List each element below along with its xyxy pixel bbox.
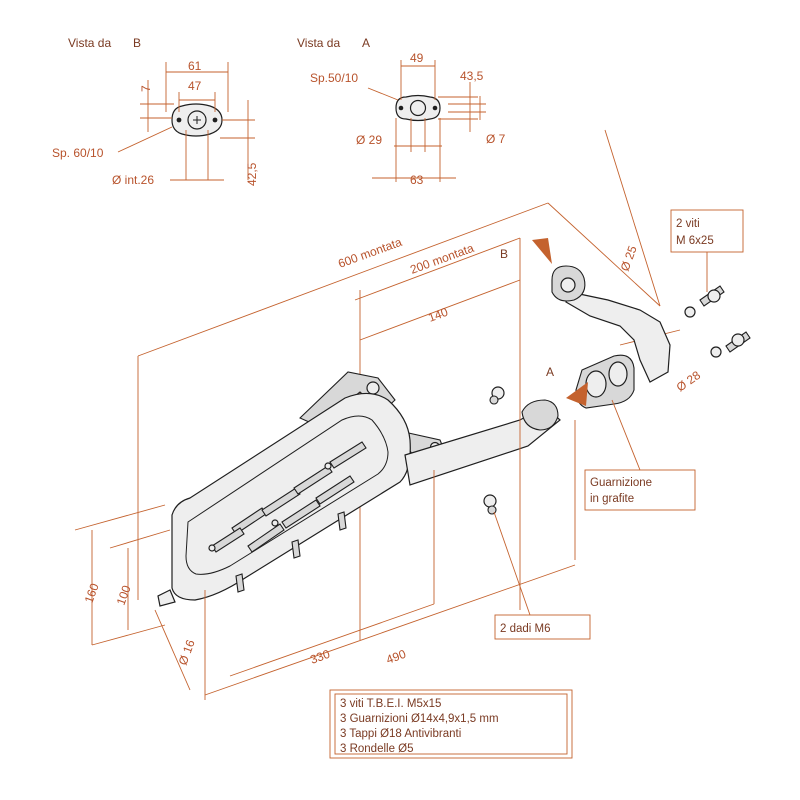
callout-gasket-line2: in grafite	[590, 493, 634, 505]
view-b-dim-47: 47	[188, 79, 202, 93]
dim-diameter-28: Ø 28	[674, 368, 704, 395]
dim-100: 100	[114, 583, 134, 607]
view-b-thickness: Sp. 60/10	[52, 146, 104, 160]
view-b-detail: Vista da B 61 47 7 Sp. 60/10 Ø int.26 42…	[52, 36, 259, 187]
dim-line-600	[137, 202, 549, 357]
view-a-dim-43-5: 43,5	[460, 69, 484, 83]
callout-kit: 3 viti T.B.E.I. M5x15 3 Guarnizioni Ø14x…	[329, 689, 573, 759]
mounting-screws	[684, 285, 751, 358]
view-a-arrow	[566, 382, 588, 406]
view-b-dim-7: 7	[139, 85, 153, 92]
dim-line-200	[354, 237, 521, 301]
view-a-title: Vista da	[297, 36, 340, 50]
callout-gasket-line1: Guarnizione	[590, 477, 652, 489]
view-a-bore	[409, 99, 427, 117]
exhaust-assembly: 600 montata 200 montata 140 B A Ø 25 Ø 2…	[74, 129, 751, 700]
callout-nuts-text: 2 dadi M6	[500, 623, 551, 635]
view-a-dim-29: Ø 29	[356, 133, 382, 147]
callout-kit-line1: 3 viti T.B.E.I. M5x15	[340, 698, 441, 710]
callout-gasket: Guarnizione in grafite	[584, 399, 696, 511]
dim-diameter-16: Ø 16	[176, 637, 198, 667]
callout-screws-line2: M 6x25	[676, 235, 714, 247]
view-a-dim-7: Ø 7	[486, 132, 506, 146]
dim-140: 140	[426, 305, 450, 325]
view-a-letter: A	[362, 36, 370, 50]
heat-shield-slots	[208, 441, 367, 553]
view-a-dim-63: 63	[410, 173, 424, 187]
view-b-inner-diameter: Ø int.26	[112, 173, 154, 187]
tailpipe	[157, 589, 176, 607]
view-a-hole-left	[398, 105, 404, 111]
callout-kit-line3: 3 Tappi Ø18 Antivibranti	[340, 728, 461, 740]
view-b-arrow	[532, 238, 552, 264]
dim-160: 160	[82, 581, 102, 605]
callout-kit-line2: 3 Guarnizioni Ø14x4,9x1,5 mm	[340, 713, 499, 725]
callout-screws: 2 viti M 6x25	[670, 209, 744, 292]
dim-diameter-25: Ø 25	[618, 243, 640, 273]
view-b-letter: B	[133, 36, 141, 50]
callout-kit-line4: 3 Rondelle Ø5	[340, 743, 414, 755]
view-b-hole-right	[212, 117, 218, 123]
dim-line-490	[204, 564, 576, 696]
dim-330: 330	[308, 647, 332, 667]
header-pipe	[565, 291, 671, 383]
view-b-hole-left	[176, 117, 182, 123]
dim-line-330	[229, 603, 435, 677]
view-a-detail: Vista da A Sp.50/10 49 43,5 Ø 29 Ø 7 63	[297, 36, 506, 187]
label-b: B	[500, 247, 508, 261]
view-a-dim-49: 49	[410, 51, 424, 65]
dim-600: 600 montata	[336, 235, 404, 271]
view-a-thickness: Sp.50/10	[310, 71, 358, 85]
view-b-dim-61: 61	[188, 59, 202, 73]
callout-nuts: 2 dadi M6	[493, 511, 591, 640]
link-flange	[521, 399, 559, 431]
view-a-hole-right	[432, 105, 438, 111]
nuts-and-washers	[483, 386, 505, 515]
view-b-title: Vista da	[68, 36, 111, 50]
dim-line-140	[359, 279, 521, 341]
view-b-dim-42-5: 42,5	[245, 162, 259, 186]
label-a: A	[546, 365, 554, 379]
dim-490: 490	[384, 647, 408, 667]
callout-screws-line1: 2 viti	[676, 218, 700, 230]
